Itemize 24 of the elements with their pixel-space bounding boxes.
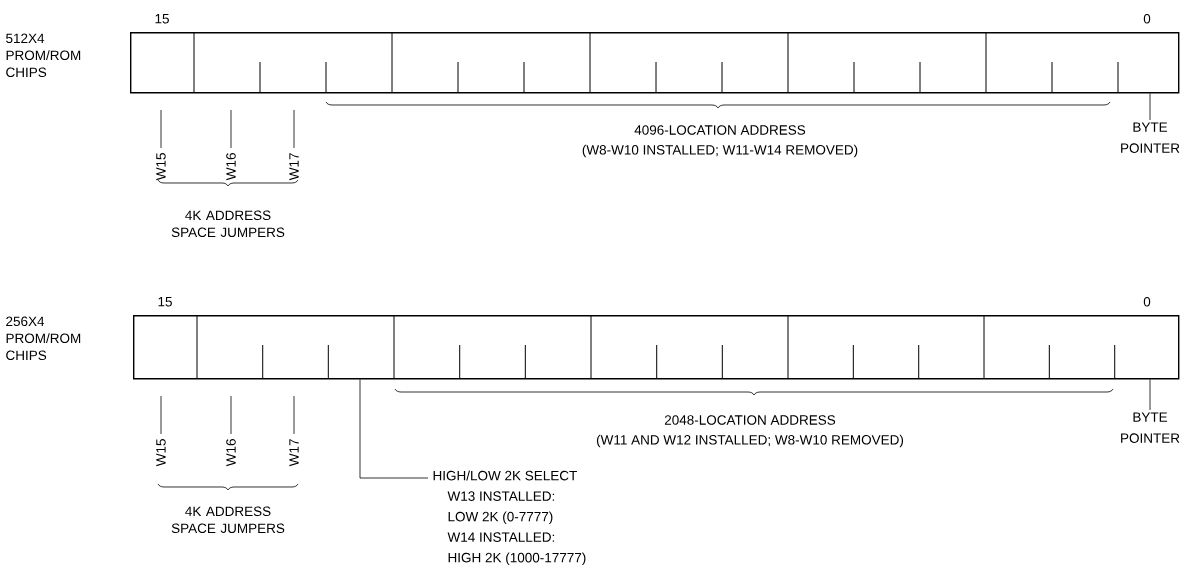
leader-line bbox=[359, 379, 429, 479]
jumper-label: W16 bbox=[226, 153, 236, 181]
address-label: (W8-W10 INSTALLED; W11-W14 REMOVED) bbox=[582, 144, 858, 158]
address-label: 4096-LOCATION ADDRESS bbox=[634, 125, 806, 135]
jumper-label: W15 bbox=[156, 439, 166, 467]
note-text: HIGH/LOW 2K SELECT W13 INSTALLED: LOW 2K (0-7777) W14 INSTALLED: HIGH 2K (1000-17777) bbox=[433, 470, 586, 566]
leader-line bbox=[1149, 93, 1151, 121]
chip-label: 512X4 PROM/ROM CHIPS bbox=[6, 33, 81, 78]
pointer-label: BYTE POINTER bbox=[1121, 412, 1180, 443]
bit-number: 0 bbox=[1143, 296, 1151, 307]
pointer-label: BYTE POINTER bbox=[1121, 122, 1180, 153]
jumper-label: W17 bbox=[289, 153, 299, 181]
bit-number: 0 bbox=[1143, 13, 1151, 24]
jumper-label: W16 bbox=[226, 439, 236, 467]
bit-number: 15 bbox=[158, 297, 172, 307]
bit-number: 15 bbox=[155, 14, 169, 24]
jumper-label: W17 bbox=[289, 439, 299, 467]
address-label: (W11 AND W12 INSTALLED; W8-W10 REMOVED) bbox=[596, 434, 904, 448]
leader-line bbox=[1149, 379, 1151, 411]
chip-label: 256X4 PROM/ROM CHIPS bbox=[6, 316, 81, 361]
address-label: 2048-LOCATION ADDRESS bbox=[664, 415, 836, 425]
jumper-label: W15 bbox=[156, 153, 166, 181]
group-label: 4K ADDRESS SPACE JUMPERS bbox=[171, 210, 285, 238]
group-label: 4K ADDRESS SPACE JUMPERS bbox=[171, 506, 285, 534]
